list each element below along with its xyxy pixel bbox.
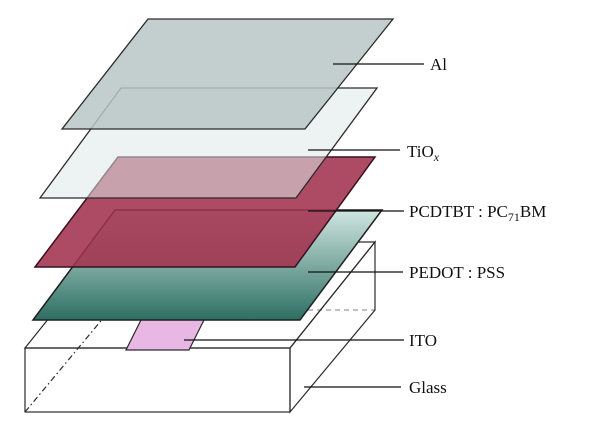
ito-label: ITO: [409, 331, 437, 350]
tiox-label: TiOx: [407, 142, 440, 164]
pcdtbt-label: PCDTBT : PC71BM: [409, 202, 546, 224]
tiox-label-subscript: x: [433, 150, 440, 164]
glass-label: Glass: [409, 378, 447, 397]
pcdtbt-label-subscript: 71: [508, 210, 520, 224]
ito-layer: [125, 315, 207, 351]
pedot-label: PEDOT : PSS: [409, 263, 505, 282]
al-label: Al: [430, 55, 447, 74]
al-layer: [60, 18, 395, 130]
